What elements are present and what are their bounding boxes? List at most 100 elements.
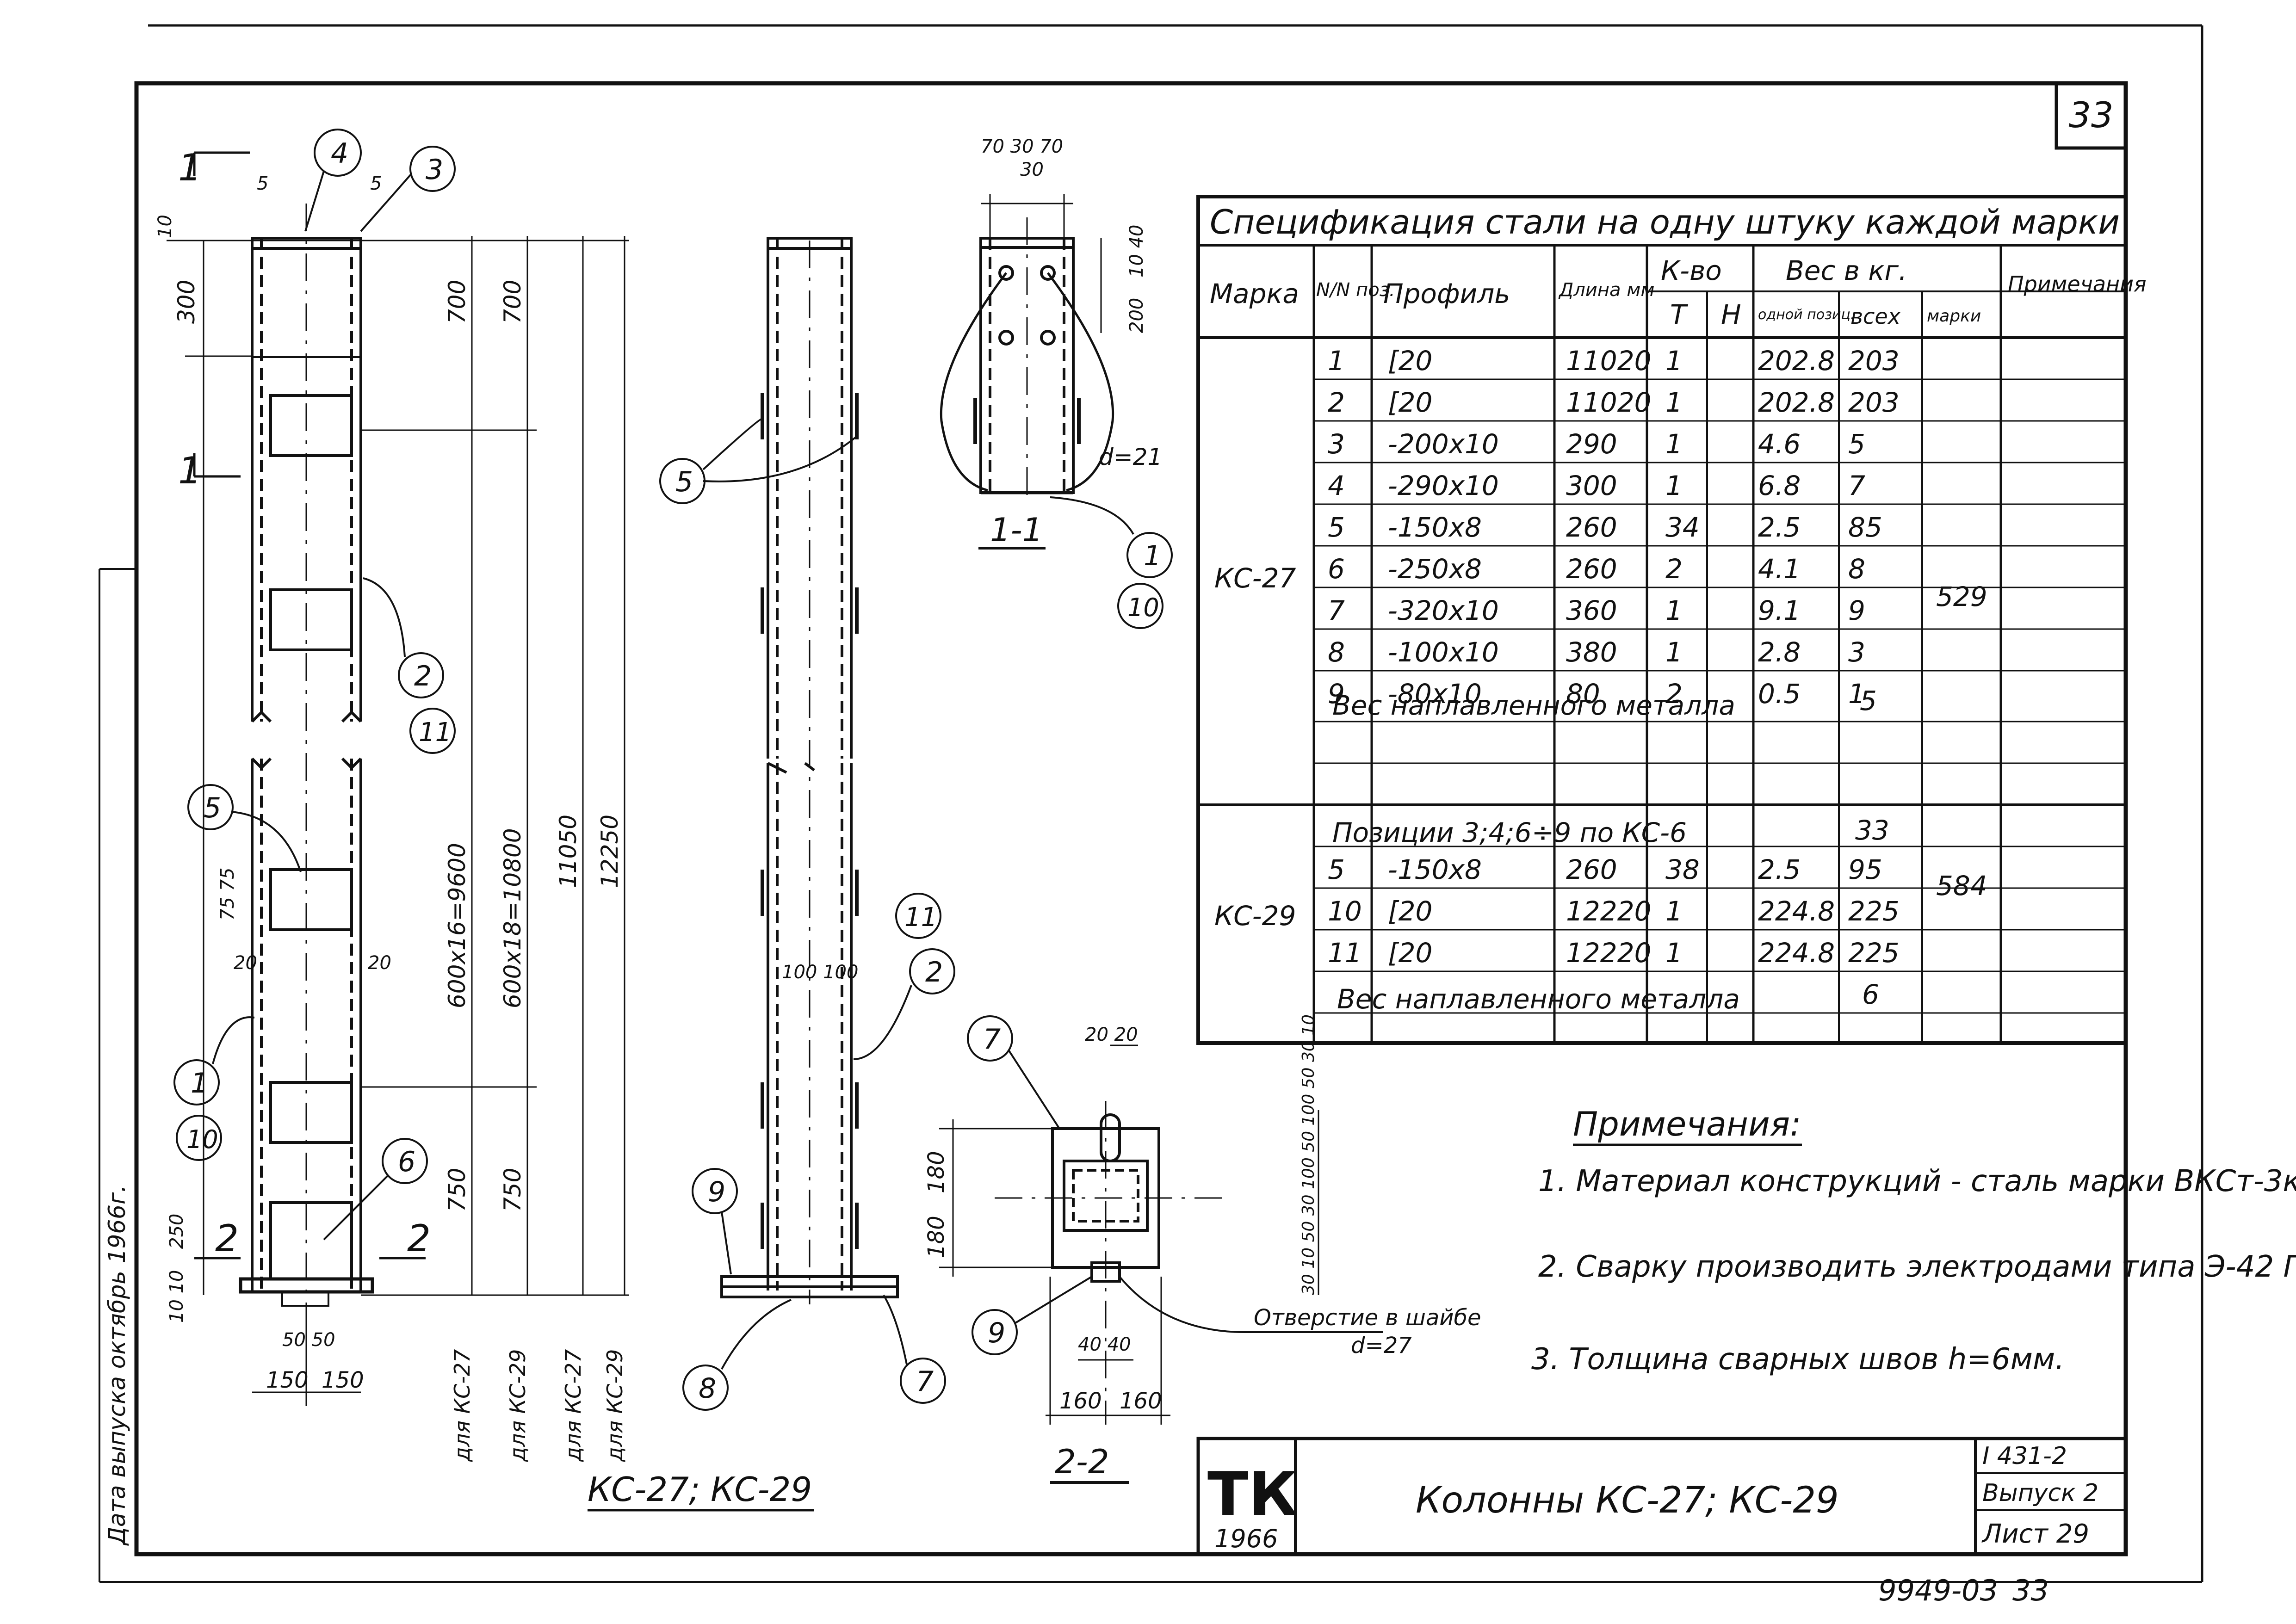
spec-cell-one: 202.8 xyxy=(1758,345,1835,377)
callout-7-mid: 7 xyxy=(916,1365,934,1398)
drawing-code: 9949-03 xyxy=(1878,1574,1998,1607)
callout-6: 6 xyxy=(398,1146,415,1178)
hdr-w-one: одной позиц. xyxy=(1758,307,1855,323)
spec-cell-all: 3 xyxy=(1848,636,1865,668)
hdr-qty-t: Т xyxy=(1670,299,1689,330)
spec-cell-pos: 4 xyxy=(1328,470,1345,501)
hdr-w-mark: марки xyxy=(1927,307,1981,326)
group1-mark: КС-27 xyxy=(1214,562,1296,594)
spec-cell-t: 38 xyxy=(1665,854,1700,885)
spec-cell-pos: 7 xyxy=(1328,595,1345,626)
spec-cell-t: 34 xyxy=(1665,512,1700,543)
spec-cell-len: 380 xyxy=(1566,636,1617,668)
hdr-length: Длина мм xyxy=(1558,279,1655,301)
dim-700a: 700 xyxy=(444,280,470,324)
callout-1-sec: 1 xyxy=(1144,540,1161,572)
callouts-left xyxy=(173,129,456,1241)
callout-10: 10 xyxy=(186,1125,218,1154)
note-1: 1. Материал конструкций - сталь марки ВК… xyxy=(1538,1164,2296,1198)
dim-750b: 750 xyxy=(499,1168,526,1212)
spec-cell-all: 85 xyxy=(1848,512,1882,543)
spec-cell-pos: 6 xyxy=(1328,553,1345,585)
callout-8-mid: 8 xyxy=(699,1372,716,1405)
dim-30: 30 xyxy=(1020,159,1044,180)
callout-11-mid: 11 xyxy=(904,902,937,932)
spec-cell-one: 6.8 xyxy=(1758,470,1801,501)
dim-600x18: 600x18=10800 xyxy=(499,828,526,1008)
cut-1-bottom: 1 xyxy=(178,449,202,492)
spec-cell-all: 225 xyxy=(1848,895,1900,927)
spec-cell-len: 11020 xyxy=(1566,345,1652,377)
spec-cell-pos: 3 xyxy=(1328,428,1345,460)
spec-cell-pos: 11 xyxy=(1328,937,1362,969)
spec-cell-pos: 1 xyxy=(1328,345,1345,377)
spec-cell-profile: [20 xyxy=(1388,895,1432,927)
spec-cell-profile: -80x10 xyxy=(1388,678,1482,710)
note-2: 2. Сварку производить электродами типа Э… xyxy=(1538,1250,2296,1284)
spec-cell-profile: -200x10 xyxy=(1388,428,1499,460)
spec-cell-one: 9.1 xyxy=(1758,595,1801,626)
callout-10-sec: 10 xyxy=(1127,593,1159,622)
column-elevation-middle xyxy=(720,237,899,1304)
section-2-2 xyxy=(939,1044,1319,1425)
column-elevation-left xyxy=(193,151,426,1341)
title-main: Колонны КС-27; КС-29 xyxy=(1416,1480,1839,1521)
spec-cell-all: 203 xyxy=(1848,387,1900,418)
title-block xyxy=(1196,1437,2128,1556)
spec-cell-profile: [20 xyxy=(1388,387,1432,418)
callout-3: 3 xyxy=(426,154,443,186)
spec-cell-pos: 5 xyxy=(1328,512,1345,543)
spec-cell-len: 290 xyxy=(1566,428,1617,460)
group2-pos-ref: Позиции 3;4;6÷9 по КС-6 xyxy=(1332,817,1687,848)
spec-cell-profile: -320x10 xyxy=(1388,595,1499,626)
callout-9-mid: 9 xyxy=(708,1176,725,1208)
sheet-number: 33 xyxy=(2069,94,2114,136)
vertical-dimensions xyxy=(167,236,629,1296)
group2-weld-label: Вес наплавленного металла xyxy=(1337,983,1740,1015)
spec-cell-one: 2.5 xyxy=(1758,512,1801,543)
group2-total: 584 xyxy=(1936,870,1987,902)
notes-block: Примечания: 1. Материал конструкций - ст… xyxy=(1531,1105,2296,1377)
dim-160b: 160 xyxy=(1120,1388,1162,1414)
for-kc29-b: для КС-29 xyxy=(602,1349,627,1462)
title-issue: Выпуск 2 xyxy=(1982,1479,2098,1507)
title-logo: ТК xyxy=(1207,1459,1298,1529)
hdr-pos: N/N поз. xyxy=(1316,279,1395,301)
dim-7575: 75 75 xyxy=(217,867,238,920)
spec-cell-t: 1 xyxy=(1665,387,1683,418)
cut-1-top: 1 xyxy=(178,146,202,189)
section-1-1 xyxy=(940,194,1114,500)
callout-4: 4 xyxy=(331,137,348,170)
callout-5-mid: 5 xyxy=(675,466,693,498)
hdr-qty: К-во xyxy=(1661,255,1722,286)
spec-cell-t: 2 xyxy=(1665,553,1683,585)
callout-9-sec: 9 xyxy=(988,1317,1005,1349)
spec-cell-all: 7 xyxy=(1848,470,1865,501)
spec-cell-pos: 9 xyxy=(1328,678,1345,710)
dim-d21: d=21 xyxy=(1099,444,1162,470)
dim-180b: 180 xyxy=(923,1216,949,1258)
dim-150b: 150 xyxy=(322,1367,364,1393)
dim-150a: 150 xyxy=(266,1367,309,1393)
spec-cell-t: 2 xyxy=(1665,678,1683,710)
dim-250: 250 xyxy=(166,1214,187,1249)
section-2-2-label: 2-2 xyxy=(1055,1442,1109,1481)
dim-11050: 11050 xyxy=(555,815,582,888)
callout-1: 1 xyxy=(191,1067,208,1099)
spec-cell-one: 0.5 xyxy=(1758,678,1801,710)
hdr-profile: Профиль xyxy=(1383,278,1510,309)
spec-cell-pos: 10 xyxy=(1328,895,1362,927)
elevation-caption: КС-27; КС-29 xyxy=(588,1470,812,1509)
dim-160a: 160 xyxy=(1059,1388,1102,1414)
spec-title: Спецификация стали на одну штуку каждой … xyxy=(1210,203,2120,241)
for-kc29-a: для КС-29 xyxy=(505,1349,530,1462)
spec-cell-t: 1 xyxy=(1665,595,1683,626)
spec-cell-len: 260 xyxy=(1566,553,1617,585)
drawing-code-page: 33 xyxy=(2012,1574,2049,1607)
callout-2-mid: 2 xyxy=(925,956,943,988)
spec-cell-all: 5 xyxy=(1848,428,1865,460)
dim-5a: 5 xyxy=(257,173,268,194)
spec-cell-t: 1 xyxy=(1665,345,1683,377)
